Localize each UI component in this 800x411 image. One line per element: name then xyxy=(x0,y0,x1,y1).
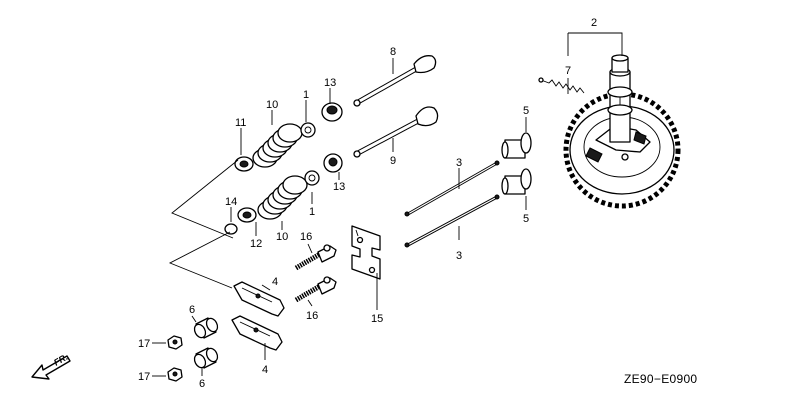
callout-10-upper: 10 xyxy=(266,99,278,111)
callout-6-upper: 6 xyxy=(189,304,195,316)
callout-9: 9 xyxy=(390,155,396,167)
decompressor-spring[interactable] xyxy=(538,77,585,94)
valve-rotator[interactable] xyxy=(224,223,238,235)
pivot-collar-lower[interactable] xyxy=(192,346,219,369)
valve-cotter-lower[interactable] xyxy=(304,170,320,186)
valve-spring-lower[interactable] xyxy=(257,175,308,220)
callout-5-lower: 5 xyxy=(523,213,529,225)
callout-1-lower: 1 xyxy=(309,206,315,218)
intake-valve[interactable] xyxy=(353,55,437,107)
callout-1-upper: 1 xyxy=(303,89,309,101)
spring-retainer-lower[interactable] xyxy=(237,207,257,223)
leader-lines xyxy=(152,32,623,377)
callout-6-lower: 6 xyxy=(199,378,205,390)
callout-5-upper: 5 xyxy=(523,105,529,117)
callout-17-upper: 17 xyxy=(138,338,150,350)
assembly-grouping-lines xyxy=(168,159,239,289)
exhaust-valve[interactable] xyxy=(353,106,439,158)
spring-retainer-upper[interactable] xyxy=(234,156,254,172)
callout-15: 15 xyxy=(371,313,383,325)
stem-seal-upper[interactable] xyxy=(321,102,343,122)
rocker-arm-stud-lower[interactable] xyxy=(294,276,337,303)
callout-17-lower: 17 xyxy=(138,371,150,383)
lock-nut-lower[interactable] xyxy=(167,367,183,382)
callout-13-lower: 13 xyxy=(333,181,345,193)
pivot-collar-upper[interactable] xyxy=(192,316,219,339)
stem-seal-lower[interactable] xyxy=(323,153,343,173)
callout-3-upper: 3 xyxy=(456,157,462,169)
callout-13-upper: 13 xyxy=(324,77,336,89)
front-direction-arrow-icon xyxy=(31,355,71,380)
callout-16-upper: 16 xyxy=(300,231,312,243)
callout-4-upper: 4 xyxy=(272,276,278,288)
push-rod-guide-plate[interactable] xyxy=(351,225,381,280)
callout-16-lower: 16 xyxy=(306,310,318,322)
callout-14: 14 xyxy=(225,196,237,208)
lock-nut-upper[interactable] xyxy=(167,335,183,350)
push-rod-lower[interactable] xyxy=(404,194,500,248)
callout-10-lower: 10 xyxy=(276,231,288,243)
rocker-arm-lower[interactable] xyxy=(231,315,283,351)
valve-lifter-lower[interactable] xyxy=(501,168,532,195)
callout-2: 2 xyxy=(591,17,597,29)
camshaft-gear[interactable] xyxy=(563,54,681,209)
diagram-code: ZE90−E0900 xyxy=(624,372,697,386)
callout-7: 7 xyxy=(565,65,571,77)
valve-spring-upper[interactable] xyxy=(252,123,303,168)
front-direction-label: FR. xyxy=(52,352,70,368)
callout-8: 8 xyxy=(390,46,396,58)
push-rod-upper[interactable] xyxy=(404,160,500,217)
callout-11: 11 xyxy=(235,117,246,129)
callout-4-lower: 4 xyxy=(262,364,268,376)
rocker-arm-stud-upper[interactable] xyxy=(294,244,337,271)
callout-3-lower: 3 xyxy=(456,250,462,262)
valve-lifter-upper[interactable] xyxy=(501,132,532,159)
rocker-arm-upper[interactable] xyxy=(233,281,285,317)
valve-cotter-upper[interactable] xyxy=(300,122,316,138)
callout-12: 12 xyxy=(250,238,262,250)
